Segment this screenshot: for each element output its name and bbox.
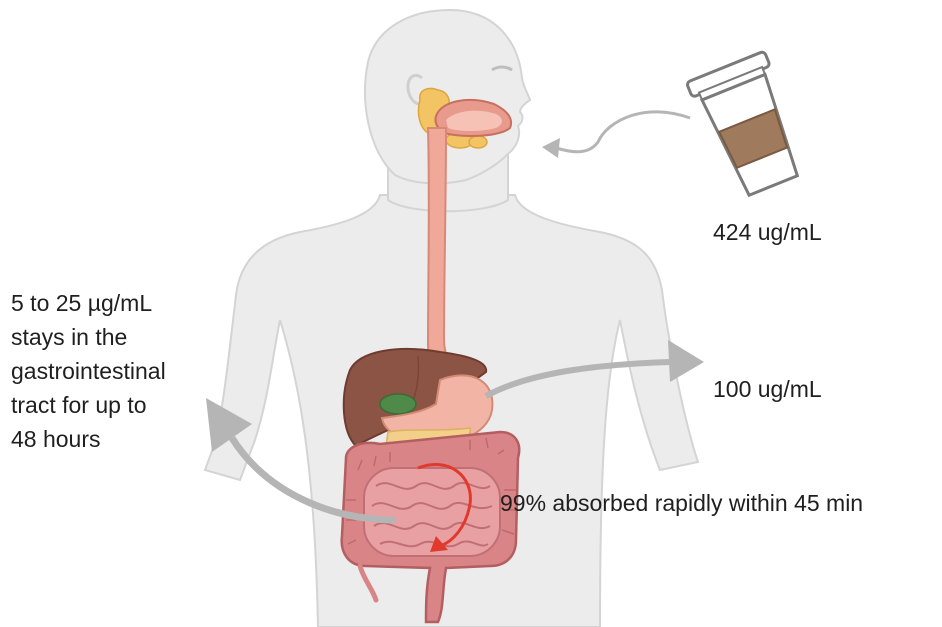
gi-tract-label: 5 to 25 µg/mL stays in the gastrointesti…	[11, 286, 166, 456]
small-intestine	[364, 468, 500, 556]
gi-tract-label-line: stays in the	[11, 320, 166, 354]
gi-tract-label-line: 48 hours	[11, 422, 166, 456]
coffee-cup-icon	[686, 51, 812, 201]
absorption-label: 99% absorbed rapidly within 45 min	[500, 487, 863, 520]
gi-tract-label-line: 5 to 25 µg/mL	[11, 286, 166, 320]
stomach-concentration-label: 100 ug/mL	[713, 373, 822, 406]
gi-tract-label-line: gastrointestinal	[11, 354, 166, 388]
gallbladder	[380, 394, 416, 414]
arrow-coffee-to-mouth	[542, 112, 690, 158]
gi-tract-label-line: tract for up to	[11, 388, 166, 422]
coffee-concentration-label: 424 ug/mL	[713, 216, 822, 249]
